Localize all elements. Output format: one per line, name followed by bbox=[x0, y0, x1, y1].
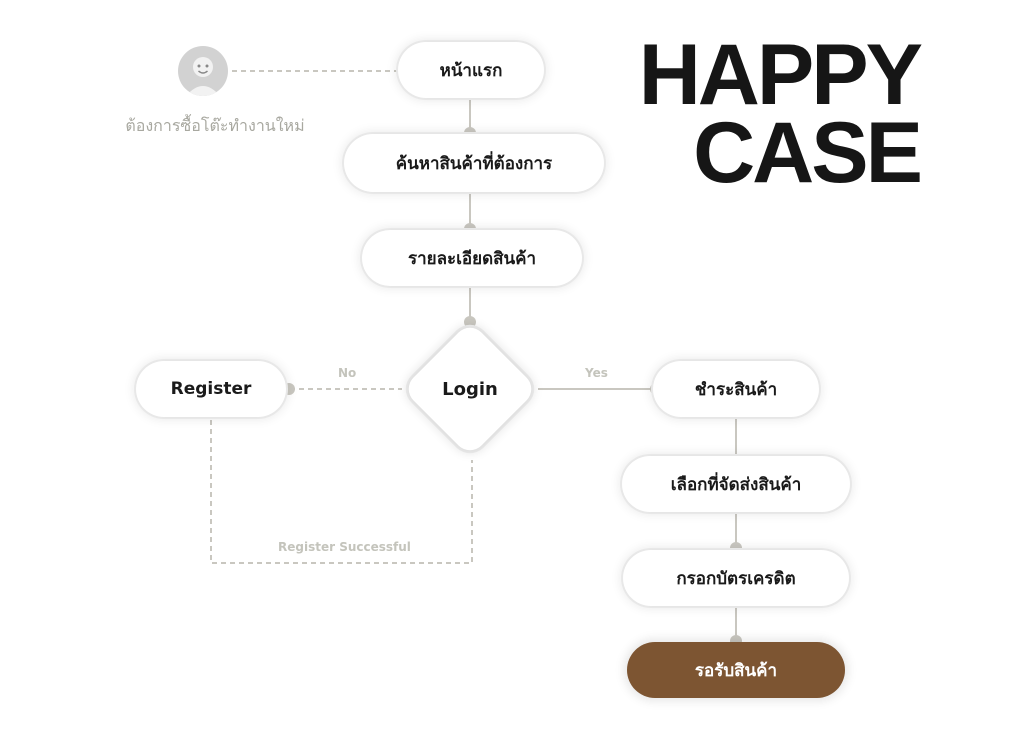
connector-dot bbox=[464, 316, 476, 328]
user-avatar-icon bbox=[178, 46, 228, 96]
decision-login-label: Login bbox=[442, 378, 498, 400]
title-line-2: CASE bbox=[693, 105, 923, 201]
node-credit-card: กรอกบัตรเครดิต bbox=[623, 550, 849, 606]
edge-register-login-loop bbox=[210, 420, 473, 564]
node-details: รายละเอียดสินค้า bbox=[362, 230, 582, 286]
node-pay: ชำระสินค้า bbox=[653, 361, 819, 417]
edge-label-yes: Yes bbox=[585, 366, 608, 380]
node-register: Register bbox=[136, 361, 286, 417]
node-await: รอรับสินค้า bbox=[627, 642, 845, 698]
title-line-1: HAPPY bbox=[638, 27, 923, 123]
node-home: หน้าแรก bbox=[398, 42, 544, 98]
node-shipping: เลือกที่จัดส่งสินค้า bbox=[622, 456, 850, 512]
node-search: ค้นหาสินค้าที่ต้องการ bbox=[344, 134, 604, 192]
edge-label-register-successful: Register Successful bbox=[278, 540, 411, 554]
persona-caption: ต้องการซื้อโต๊ะทำงานใหม่ bbox=[125, 116, 305, 135]
connector-dot bbox=[283, 383, 295, 395]
edge-label-no: No bbox=[338, 366, 357, 380]
